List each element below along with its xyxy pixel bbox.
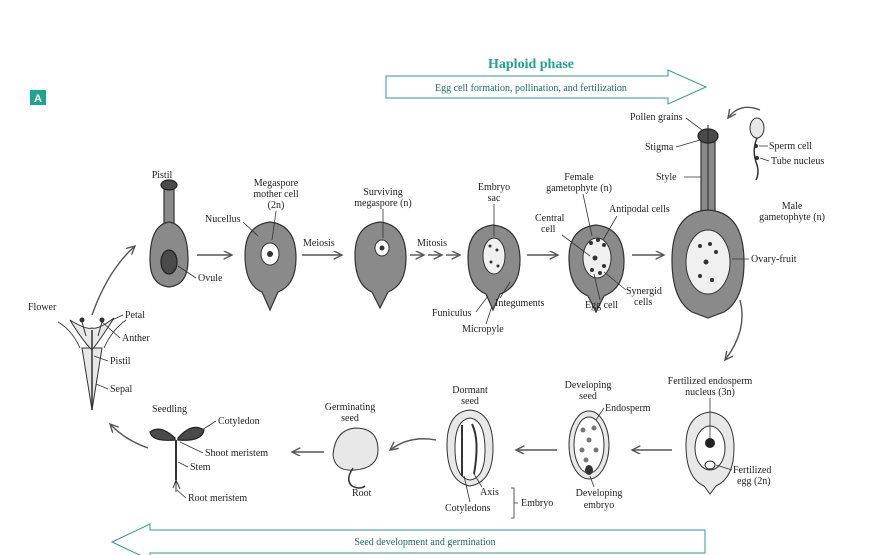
label-anther: Anther xyxy=(122,333,150,344)
panel-letter: A xyxy=(34,93,42,105)
label-synergid-cells: cells xyxy=(634,297,652,308)
label-stigma: Stigma xyxy=(645,142,674,153)
panel-badge xyxy=(30,90,46,105)
label-2n: (2n) xyxy=(268,200,285,211)
seedling-drawing xyxy=(149,426,205,492)
top-band-arrow xyxy=(385,69,708,105)
label-central: Central xyxy=(535,213,565,224)
embryo-sac-drawing xyxy=(467,224,521,312)
label-shoot-meristem: Shoot meristem xyxy=(205,448,268,459)
label-female: Female xyxy=(564,172,594,183)
label-root: Root xyxy=(352,488,372,499)
label-petal: Petal xyxy=(125,310,145,321)
flower-drawing xyxy=(57,317,127,411)
label-mitosis: Mitosis xyxy=(417,238,447,249)
label-integuments: Integuments xyxy=(495,298,545,309)
label-egg-cell: Egg cell xyxy=(585,300,618,311)
label-sac: sac xyxy=(488,193,501,204)
label-dormant-seed: seed xyxy=(461,396,479,407)
label-cotyledons: Cotyledons xyxy=(445,503,491,514)
label-developing-embryo: Developing xyxy=(576,488,623,499)
label-germinating-seed: seed xyxy=(341,413,359,424)
label-fertilized-endosperm: Fertilized endosperm xyxy=(668,376,753,387)
developing-seed-drawing xyxy=(568,410,610,480)
surviving-megaspore-drawing xyxy=(354,221,407,310)
label-meiosis: Meiosis xyxy=(303,238,335,249)
label-axis: Axis xyxy=(480,487,499,498)
label-embryo-text: embryo xyxy=(584,500,615,511)
label-seedling: Seedling xyxy=(152,404,187,415)
label-tube-nucleus: Tube nucleus xyxy=(771,156,824,167)
label-synergid: Synergid xyxy=(626,286,662,297)
label-surviving: Surviving xyxy=(363,187,402,198)
label-sepal: Sepal xyxy=(110,384,132,395)
pistil-drawing xyxy=(149,179,189,288)
bottom-band-text: Seed development and germination xyxy=(354,537,495,548)
label-male-gametophyte: gametophyte (n) xyxy=(759,212,825,223)
label-female-gametophyte: gametophyte (n) xyxy=(546,183,612,194)
label-ovule: Ovule xyxy=(198,273,223,284)
label-fertilized: Fertilized xyxy=(733,465,771,476)
label-stem: Stem xyxy=(190,462,211,473)
pollen-grain-drawing xyxy=(728,106,765,181)
label-pistil: Pistil xyxy=(152,170,173,181)
label-style: Style xyxy=(656,172,677,183)
label-seed: seed xyxy=(579,391,597,402)
label-pollen-grains: Pollen grains xyxy=(630,112,683,123)
label-micropyle: Micropyle xyxy=(462,324,504,335)
label-ovary-fruit: Ovary-fruit xyxy=(751,254,797,265)
label-antipodal: Antipodal cells xyxy=(609,204,670,215)
label-mother-cell: mother cell xyxy=(253,189,298,200)
label-developing: Developing xyxy=(565,380,612,391)
label-embryo-bracket: Embryo xyxy=(521,498,553,509)
diagram-title: Haploid phase xyxy=(488,57,574,72)
germinating-seed-drawing xyxy=(332,427,379,489)
label-endosperm-nucleus: nucleus (3n) xyxy=(685,387,735,398)
label-sperm-cell: Sperm cell xyxy=(769,141,812,152)
label-surviving-megaspore: megaspore (n) xyxy=(354,198,411,209)
label-endosperm: Endosperm xyxy=(605,403,651,414)
female-gametophyte-drawing xyxy=(568,224,625,314)
label-flower: Flower xyxy=(28,302,57,313)
megaspore-mother-cell-drawing xyxy=(244,221,297,312)
dormant-seed-drawing xyxy=(446,409,494,487)
label-nucellus: Nucellus xyxy=(205,214,241,225)
label-cotyledon: Cotyledon xyxy=(218,416,260,427)
label-central-cell: cell xyxy=(541,224,556,235)
label-dormant: Dormant xyxy=(452,385,488,396)
fertilized-ovule-drawing xyxy=(685,411,735,495)
label-male: Male xyxy=(782,201,803,212)
top-band-text: Egg cell formation, pollination, and fer… xyxy=(435,83,627,94)
label-pistil-flower: Pistil xyxy=(110,356,131,367)
label-germinating: Germinating xyxy=(325,402,376,413)
bottom-band-arrow xyxy=(110,523,706,555)
pollinated-pistil-drawing xyxy=(671,125,745,319)
label-fertilized-egg: egg (2n) xyxy=(737,476,771,487)
label-root-meristem: Root meristem xyxy=(188,493,247,504)
label-embryo: Embryo xyxy=(478,182,510,193)
label-megaspore: Megaspore xyxy=(254,178,299,189)
label-funiculus: Funiculus xyxy=(432,308,472,319)
